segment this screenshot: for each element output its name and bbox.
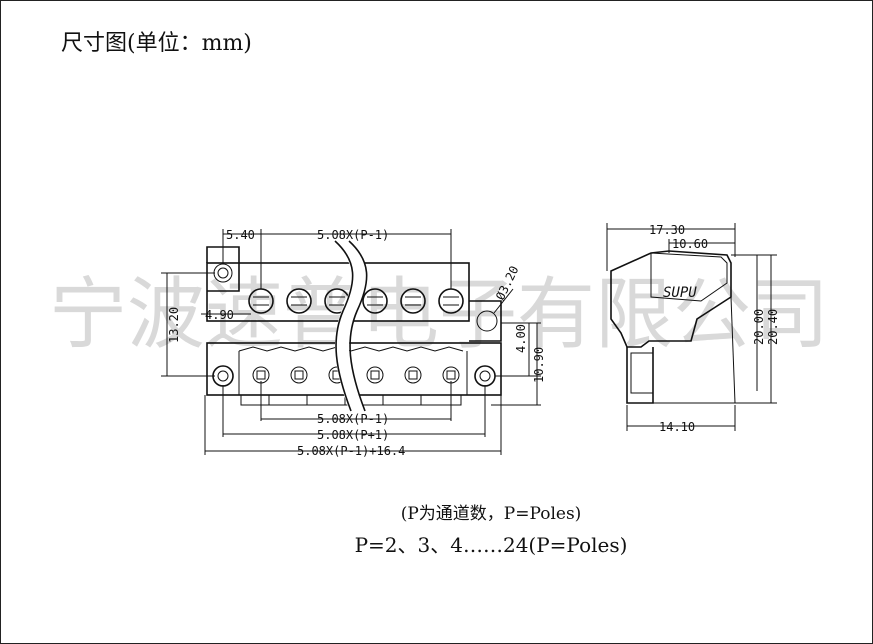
right-flange [469,300,502,342]
left-plug-hole [212,365,234,387]
break-gap [335,235,366,414]
side-plug-slot [630,352,654,394]
dim-pitch-bottom-2: 5.08X(P+1) [317,428,389,442]
dim-20-00: 20.00 [752,309,766,345]
dim-10-60: 10.60 [672,237,708,251]
dim-4-90: 4.90 [205,308,234,322]
screw-row [248,288,464,314]
dim-pitch-bottom-3: 5.08X(P-1)+16.4 [297,444,405,458]
dim-13-20: 13.20 [167,307,181,343]
side-label-window [650,252,728,302]
dim-4-00: 4.00 [514,324,528,353]
break-line-right [348,240,368,412]
dim-5-40: 5.40 [226,228,255,242]
right-mount-hole [476,310,498,332]
dim-14-10: 14.10 [659,420,695,434]
screw-5 [400,288,426,314]
drawing-title: 尺寸图(单位：mm) [61,31,252,56]
note-poles-range: P=2、3、4……24(P=Poles) [354,533,628,557]
dim-pitch-top: 5.08X(P-1) [317,228,389,242]
left-mount-hole-inner [217,267,229,279]
watermark-text: 宁波速普电子有限公司 [49,270,829,360]
header-body [206,262,470,322]
front-view: 5.40 5.08X(P-1) 4.90 13.20 Ø3.20 4.00 10… [161,228,546,458]
pin-row [252,366,460,384]
dim-pitch-bottom-1: 5.08X(P-1) [317,412,389,426]
side-logo: SUPU [663,285,697,301]
note-poles-definition: (P为通道数，P=Poles) [400,504,582,524]
plug-wave-top [238,346,464,352]
side-view: SUPU 17.30 10.60 20.00 20.40 [606,223,780,434]
screw-4 [362,288,388,314]
dim-20-40: 20.40 [766,309,780,345]
dim-10-90: 10.90 [532,347,546,383]
screw-2 [286,288,312,314]
left-flange [206,246,240,292]
right-plug-hole [474,365,496,387]
side-header-outline [610,250,732,348]
dim-17-30: 17.30 [649,223,685,237]
break-line-left [334,240,354,412]
